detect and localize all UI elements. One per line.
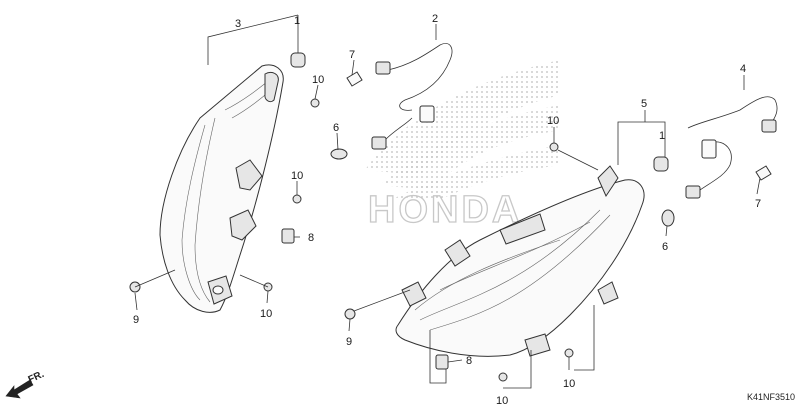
small-parts [129,52,772,382]
callout-9-left: 9 [133,314,139,326]
front-direction-indicator: FR. [5,369,46,399]
leader-lines [134,14,761,389]
diagram-code: K41NF3510 [747,392,795,402]
callout-10-b: 10 [291,170,303,182]
callout-7-right: 7 [755,198,761,210]
callout-5: 5 [641,98,647,110]
front-label: FR. [27,369,46,386]
honda-wing-watermark: HONDA [365,60,560,232]
callout-8-left: 8 [308,232,314,244]
callout-6-right: 6 [662,241,668,253]
callout-10-a: 10 [312,74,324,86]
callout-2: 2 [432,13,438,25]
wire-harness-2 [371,43,453,150]
callout-7-left: 7 [349,49,355,61]
callout-3: 3 [235,18,241,30]
wire-harness-4 [685,96,778,199]
callout-10-d: 10 [547,115,559,127]
left-headlight-assembly [159,64,284,313]
callout-10-c: 10 [260,308,272,320]
callout-1-right: 1 [659,130,665,142]
callout-1-left: 1 [294,15,300,27]
honda-watermark-text: HONDA [368,189,522,231]
callout-6-left: 6 [333,122,339,134]
callout-10-e: 10 [563,378,575,390]
callout-8-right: 8 [466,355,472,367]
callout-labels: 1 2 3 7 10 6 10 8 9 10 4 5 10 1 7 6 9 8 … [133,13,761,407]
callout-4: 4 [740,63,746,75]
front-arrow-icon [5,379,34,399]
right-headlight-assembly [395,165,645,357]
callout-9-right: 9 [346,336,352,348]
callout-10-f: 10 [496,395,508,407]
